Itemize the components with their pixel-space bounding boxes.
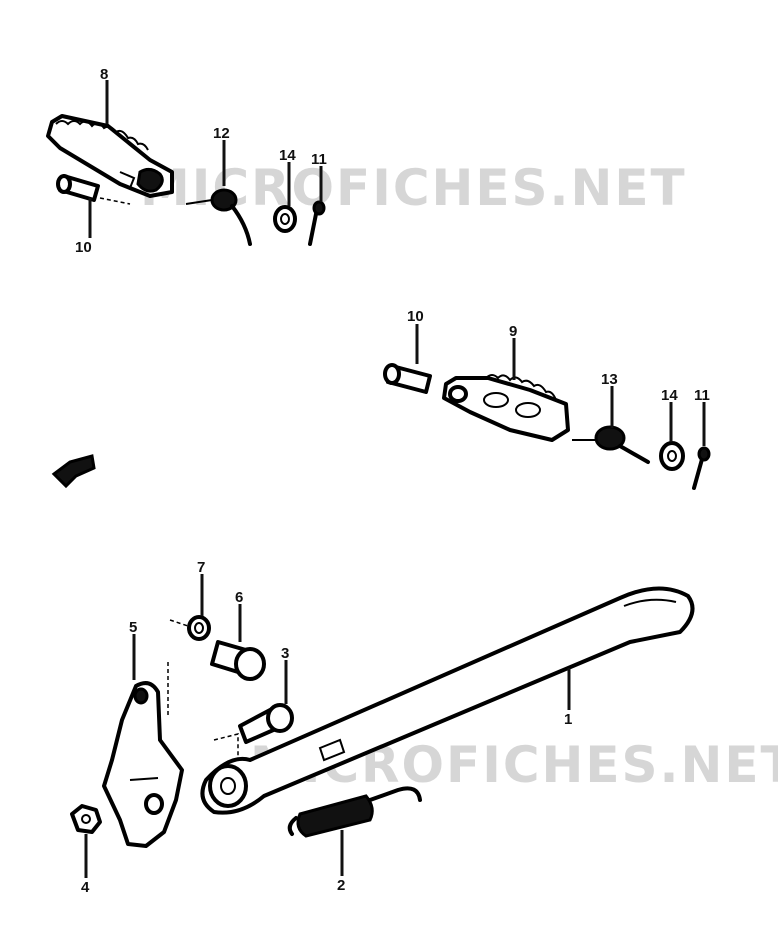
footrest-left-assembly xyxy=(46,114,326,246)
callout-8: 8 xyxy=(100,66,108,83)
callout-10-top: 10 xyxy=(75,239,92,256)
callout-11-top: 11 xyxy=(311,151,327,168)
callout-6: 6 xyxy=(235,589,243,606)
callout-leaders xyxy=(84,80,706,878)
side-stand-assembly xyxy=(70,586,695,848)
cotter-pin-left[interactable] xyxy=(308,200,326,246)
stand-spring[interactable] xyxy=(287,786,422,838)
callout-3: 3 xyxy=(281,645,289,662)
pin-left[interactable] xyxy=(56,174,100,202)
stand-bolt[interactable] xyxy=(213,703,294,756)
footrest-right[interactable] xyxy=(442,374,570,442)
callout-14-mid: 14 xyxy=(661,387,678,404)
stand-washer[interactable] xyxy=(169,615,211,641)
callout-labels: 8 12 14 11 10 10 9 13 14 11 7 6 5 3 1 4 … xyxy=(75,66,710,896)
washer-left[interactable] xyxy=(273,205,297,233)
stand-bracket[interactable] xyxy=(102,662,184,848)
stand-pivot-bolt[interactable] xyxy=(210,640,266,681)
callout-11-mid: 11 xyxy=(694,387,710,404)
pin-right[interactable] xyxy=(383,363,432,394)
washer-right[interactable] xyxy=(659,441,685,471)
callout-7: 7 xyxy=(197,559,205,576)
spring-left[interactable] xyxy=(185,188,252,246)
footrest-left[interactable] xyxy=(46,114,174,205)
front-direction-arrow-icon xyxy=(51,454,96,489)
callout-2: 2 xyxy=(337,877,345,894)
callout-13: 13 xyxy=(601,371,618,388)
side-stand[interactable] xyxy=(200,586,695,815)
stand-nut[interactable] xyxy=(70,804,102,834)
callout-1: 1 xyxy=(564,711,572,728)
callout-14-top: 14 xyxy=(279,147,296,164)
spring-right[interactable] xyxy=(572,425,650,464)
callout-5: 5 xyxy=(129,619,137,636)
callout-9: 9 xyxy=(509,323,517,340)
footrest-right-assembly xyxy=(383,363,711,490)
callout-12: 12 xyxy=(213,125,230,142)
callout-4: 4 xyxy=(81,879,90,896)
callout-10-mid: 10 xyxy=(407,308,424,325)
cotter-pin-right[interactable] xyxy=(692,446,711,490)
